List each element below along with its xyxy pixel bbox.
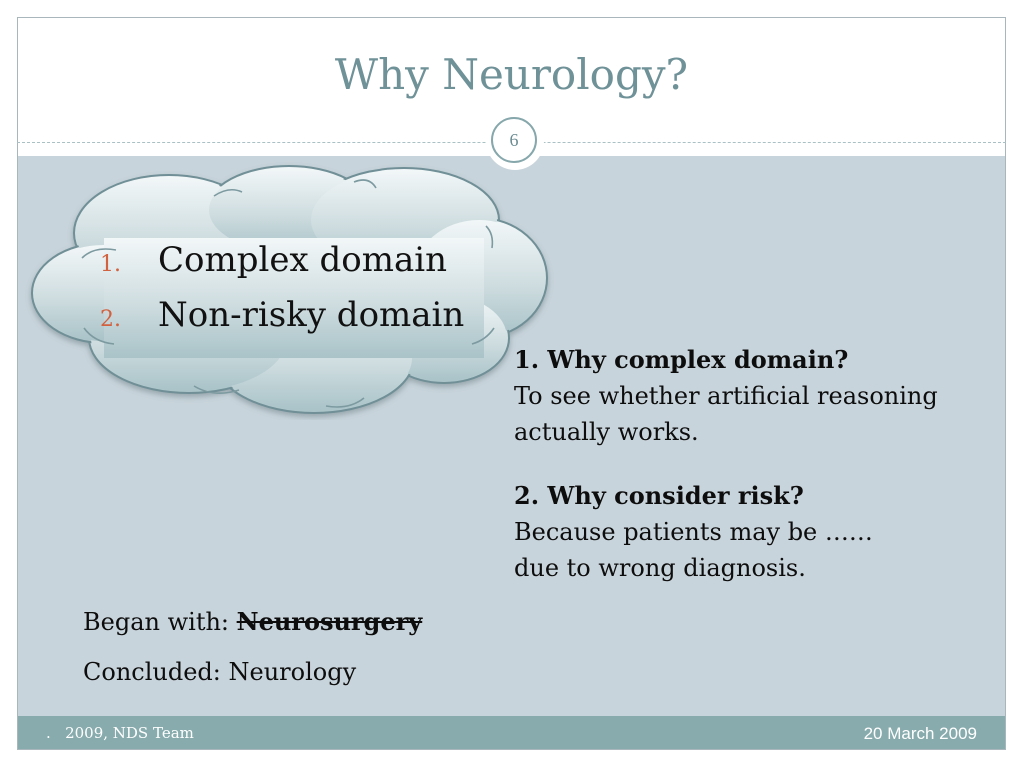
- page-number: 6: [491, 117, 537, 163]
- answer-line: To see whether artificial reasoning: [514, 382, 938, 410]
- answer-line: actually works.: [514, 418, 699, 446]
- question-block-complex: 1. Why complex domain? To see whether ar…: [514, 342, 994, 450]
- began-with-note: Began with: Neurosurgery: [83, 607, 422, 636]
- concluded-label: Concluded:: [83, 658, 229, 686]
- thought-cloud-shape: [31, 165, 548, 414]
- question-block-risk: 2. Why consider risk? Because patients m…: [514, 478, 994, 586]
- list-item-text: Complex domain: [158, 240, 447, 280]
- slide-title: Why Neurology?: [334, 50, 689, 99]
- question-heading: 2. Why consider risk?: [514, 481, 804, 510]
- list-item: 1. Complex domain: [100, 240, 464, 295]
- began-label: Began with:: [83, 608, 237, 636]
- question-heading: 1. Why complex domain?: [514, 345, 849, 374]
- footer-copyright: . 2009, NDS Team: [46, 724, 194, 742]
- concluded-value: Neurology: [228, 658, 357, 686]
- footer-date: 20 March 2009: [863, 724, 977, 743]
- list-item-number: 1.: [100, 252, 121, 277]
- answer-line: Because patients may be ……: [514, 518, 873, 546]
- list-item-number: 2.: [100, 307, 121, 332]
- concluded-note: Concluded: Neurology: [83, 658, 356, 686]
- cloud-list: 1. Complex domain 2. Non-risky domain: [100, 240, 464, 350]
- list-item-text: Non-risky domain: [158, 295, 465, 335]
- footer-bar: . 2009, NDS Team 20 March 2009: [18, 716, 1005, 749]
- list-item: 2. Non-risky domain: [100, 295, 464, 350]
- answer-line: due to wrong diagnosis.: [514, 554, 806, 582]
- struck-value: Neurosurgery: [236, 607, 423, 636]
